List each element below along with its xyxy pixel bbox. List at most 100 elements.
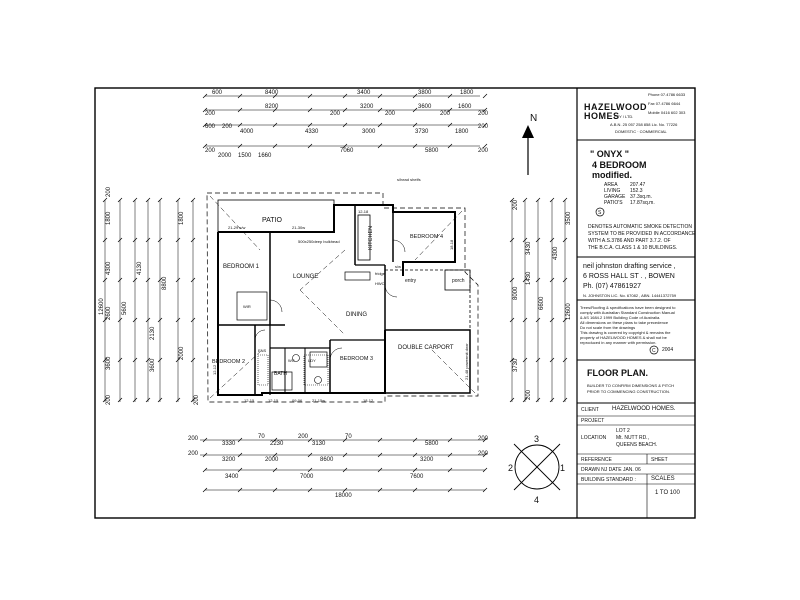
dimension-tick (307, 452, 313, 458)
client-value: HAZELWOOD HOMES. (612, 406, 676, 412)
room-label-dining: DINING (346, 312, 367, 318)
label-wc: WC (288, 358, 295, 363)
area-label: PATIO'S (604, 200, 623, 206)
dimension-tick (342, 107, 348, 113)
dimension-tick (509, 277, 515, 283)
copyright-year: 2004 (662, 347, 674, 353)
dim-right: 4300 (553, 246, 559, 260)
label-hwc: HWC (375, 281, 385, 286)
dimension-tick (117, 277, 123, 283)
dim-left: 200 (106, 394, 112, 405)
room-label-kitchen: KITCHEN (368, 226, 374, 250)
dimension-tick (482, 143, 488, 149)
dim-top-3: 3730 (415, 129, 429, 135)
dim-top-1: 3400 (357, 90, 371, 96)
dim-right: 200 (526, 389, 532, 400)
dimension-tick (342, 122, 348, 128)
section-number-2: 2 (508, 463, 513, 473)
company-types: DOMESTIC · COMMERCIAL (615, 129, 667, 134)
scales-value: 1 TO 100 (655, 490, 680, 496)
dimension-tick (117, 317, 123, 323)
label-bulkhead: 500x250deep bulkhead (298, 239, 340, 244)
dimension-tick (307, 122, 313, 128)
dimension-tick (272, 452, 278, 458)
dimension-tick (549, 237, 555, 243)
dimension-tick (535, 397, 541, 403)
dimension-tick (482, 107, 488, 113)
company-fax: Fax 07.4786 6644 (648, 101, 681, 106)
drafting-line1: neil johnston drafting service , (583, 263, 676, 270)
dimension-tick (522, 237, 528, 243)
dimension-tick (342, 467, 348, 473)
dim-left: 2000 (179, 346, 185, 360)
dim-left: 2130 (150, 326, 156, 340)
dim-top-2: 200 (330, 111, 341, 117)
company-abn: A.B.N. 25 057 258 858 Lic. No. 77226 (610, 122, 678, 127)
dim-top-4: 2000 (218, 153, 232, 159)
room-label-bedroom-2: BEDROOM 2 (212, 359, 245, 365)
plan-title: FLOOR PLAN. (587, 368, 648, 378)
dim-top-2: 1600 (458, 104, 472, 110)
dimension-tick (102, 277, 108, 283)
dimension-tick (157, 237, 163, 243)
dimension-tick (117, 197, 123, 203)
dimension-tick (509, 397, 515, 403)
dimension-tick (157, 357, 163, 363)
dimension-tick (202, 143, 208, 149)
smoke-note-line: SYSTEM TO BE PROVIDED IN ACCORDANCE (588, 231, 696, 237)
dimension-tick (377, 452, 383, 458)
dim-top-4: 200 (205, 148, 216, 154)
dim-right: 3430 (526, 241, 532, 255)
sheet-border (94, 87, 696, 519)
builder-note-line: PRIOR TO COMMENCING CONSTRUCTION. (587, 389, 670, 394)
dimension-tick (202, 487, 208, 493)
dim-bottom-1: 2230 (270, 441, 284, 447)
dim-right: 1430 (526, 271, 532, 285)
dimension-tick (202, 452, 208, 458)
dim-bottom-1: 70 (258, 434, 265, 440)
dimension-tick (522, 197, 528, 203)
dim-left: 4130 (137, 261, 143, 275)
area-label: GARAGE (604, 194, 626, 200)
dimension-tick (482, 452, 488, 458)
label-fridge: fridge (375, 271, 386, 276)
dimension-tick (412, 93, 418, 99)
dim-top-1: 8400 (265, 90, 279, 96)
dim-right: 6600 (539, 296, 545, 310)
dimension-tick (447, 467, 453, 473)
company-suffix: PTY / LTD. (614, 114, 634, 119)
company-name-line1: HAZELWOOD (584, 102, 647, 112)
window-code: 18-12 (363, 398, 374, 403)
dimension-tick (202, 467, 208, 473)
dim-right: 200 (513, 199, 519, 210)
window-code: 12-15 (268, 398, 279, 403)
dimension-tick (562, 197, 568, 203)
dimension-tick (482, 467, 488, 473)
design-desc-1: 4 BEDROOM (592, 160, 647, 170)
copyright-line: & AS 1684.2 1999 Building Code of Austra… (580, 315, 661, 320)
dim-left: 4300 (106, 261, 112, 275)
window-code: 09-06 (292, 398, 303, 403)
dimension-tick (522, 277, 528, 283)
dimension-tick (377, 487, 383, 493)
window-code: 21-15w (312, 398, 325, 403)
dimension-tick (272, 107, 278, 113)
dim-bottom-2: 3200 (420, 457, 434, 463)
dimension-tick (145, 197, 151, 203)
dimension-tick (535, 357, 541, 363)
dimension-tick (509, 197, 515, 203)
dimension-tick (412, 107, 418, 113)
window-code: 12-15 (244, 398, 255, 403)
dimension-tick (132, 237, 138, 243)
design-desc-2: modified. (592, 170, 632, 180)
dim-top-2: 3200 (360, 104, 374, 110)
dim-bottom-1: 3330 (222, 441, 236, 447)
company-phone: Phone 07.4786 6633 (648, 92, 686, 97)
dim-right: 8000 (513, 286, 519, 300)
dim-bottom-1: 70 (345, 434, 352, 440)
dim-bottom-2: 2000 (265, 457, 279, 463)
room-label-bedroom-4: BEDROOM 4 (410, 234, 443, 240)
dimension-tick (412, 467, 418, 473)
drafting-lic: N. JOHNSTON LIC. No. 67082 , ABN. 144413… (583, 293, 677, 298)
window-code: 12-18 (358, 209, 369, 214)
